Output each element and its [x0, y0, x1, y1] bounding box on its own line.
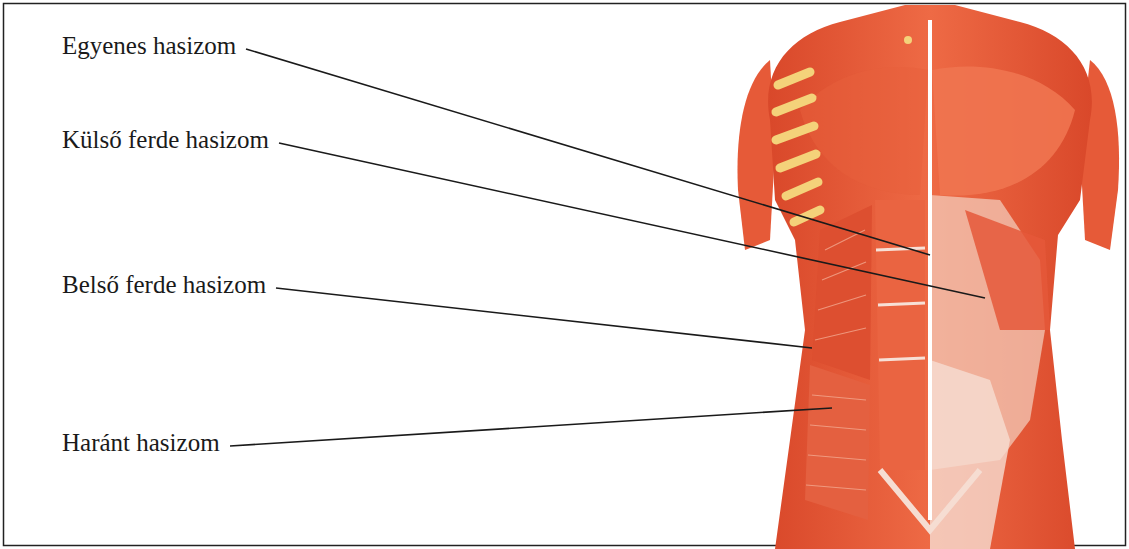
part-label: Egyenes hasizom [62, 31, 236, 61]
torso [737, 5, 1119, 549]
leader-line [279, 143, 985, 298]
leader-line [246, 49, 930, 255]
linea-alba [928, 20, 932, 520]
part-label: Belső ferde hasizom [62, 270, 266, 300]
tendinous-intersections [876, 248, 925, 360]
ribs [776, 72, 820, 222]
part-label: Haránt hasizom [62, 428, 220, 458]
leader-lines [230, 49, 985, 446]
part-label: Külső ferde hasizom [62, 125, 269, 155]
leader-line [276, 288, 812, 348]
leader-line [230, 408, 832, 446]
